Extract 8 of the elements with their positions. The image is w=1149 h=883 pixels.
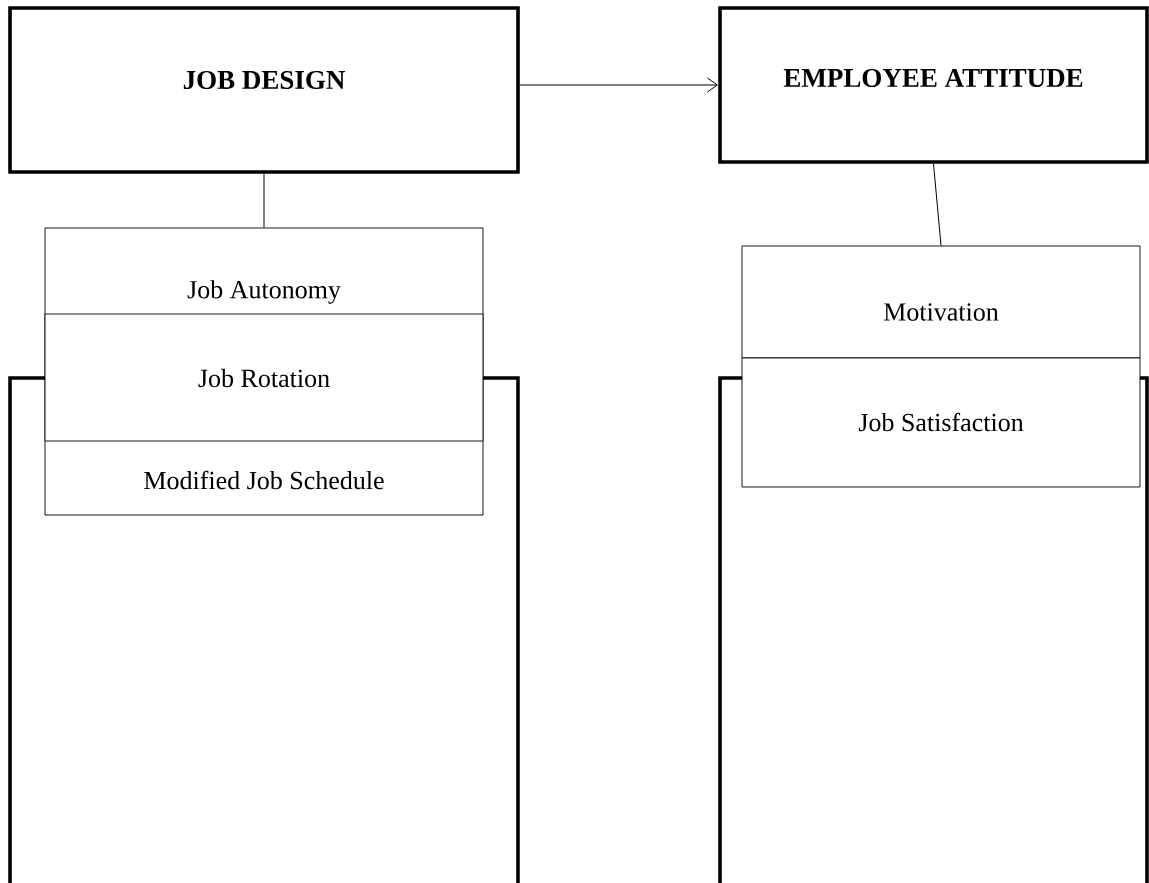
item-box: Job Satisfaction	[741, 357, 1141, 488]
item-box: Job Rotation	[44, 313, 484, 442]
connector-line	[263, 173, 265, 229]
heading-box: EMPLOYEE ATTITUDE	[718, 6, 1149, 164]
connector-line	[933, 163, 942, 247]
arrow	[519, 77, 718, 93]
heading-box: JOB DESIGN	[8, 6, 520, 174]
item-box: Motivation	[741, 245, 1141, 359]
